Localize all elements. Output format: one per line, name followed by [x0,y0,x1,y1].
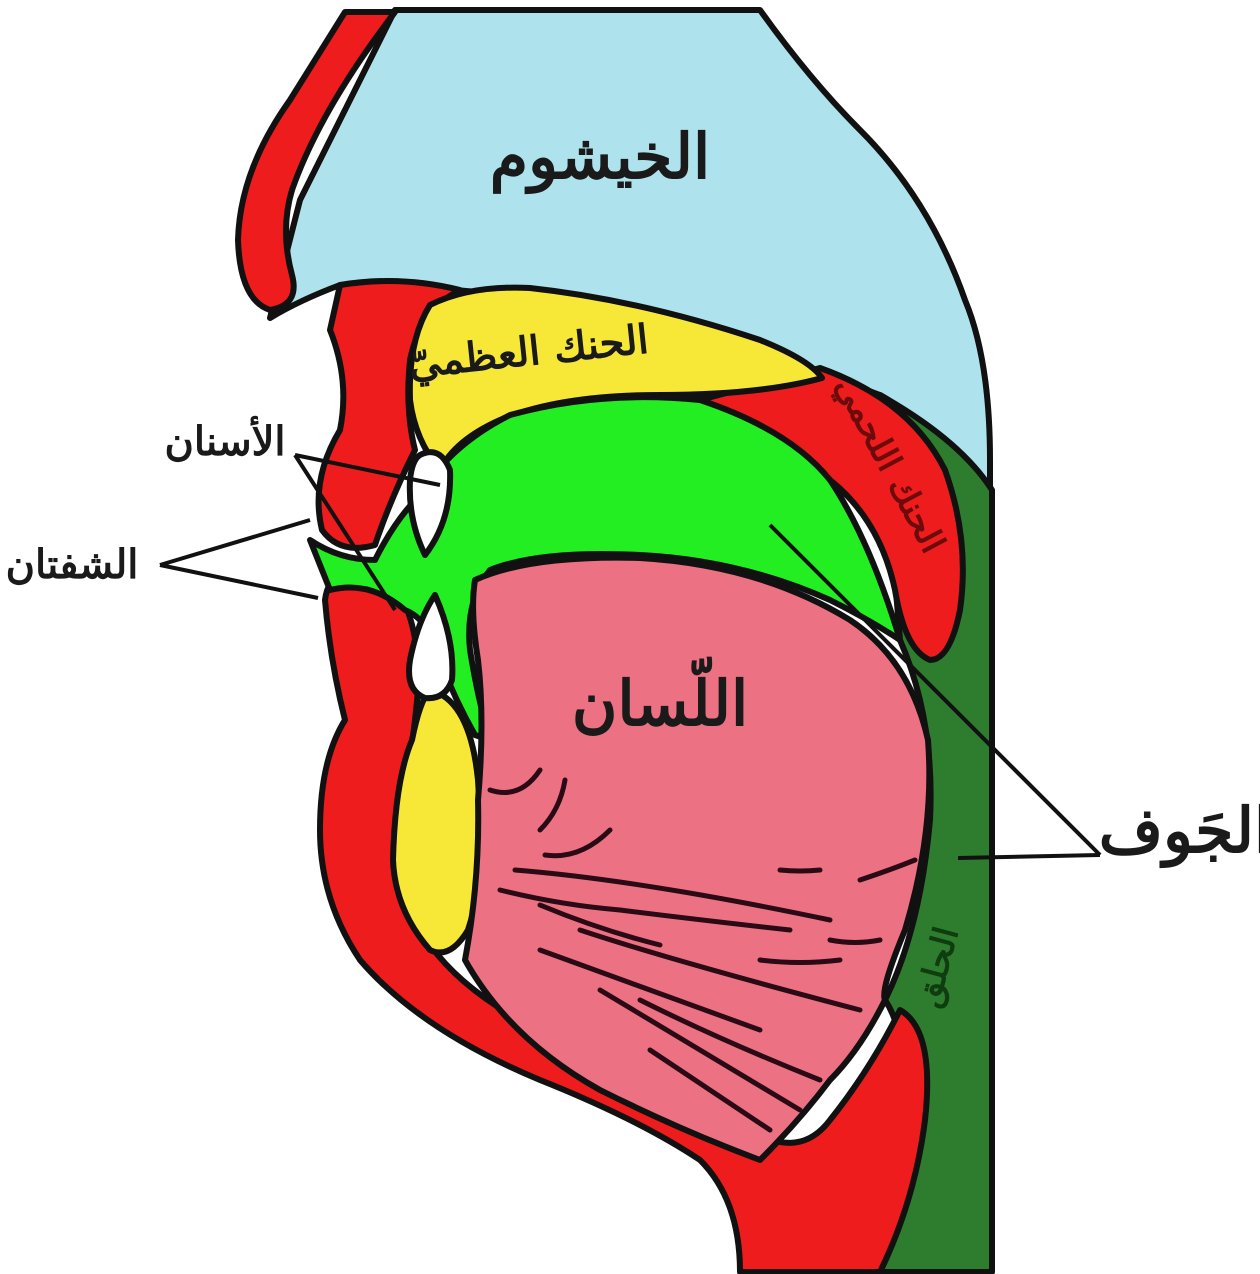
label-tongue: اللّسان [572,656,748,740]
label-lips: الشفتان [6,541,139,588]
label-teeth: الأسنان [164,415,285,465]
label-cavity: الجَوف [1099,794,1260,869]
label-nasal-cavity: الخيشوم [490,120,711,195]
